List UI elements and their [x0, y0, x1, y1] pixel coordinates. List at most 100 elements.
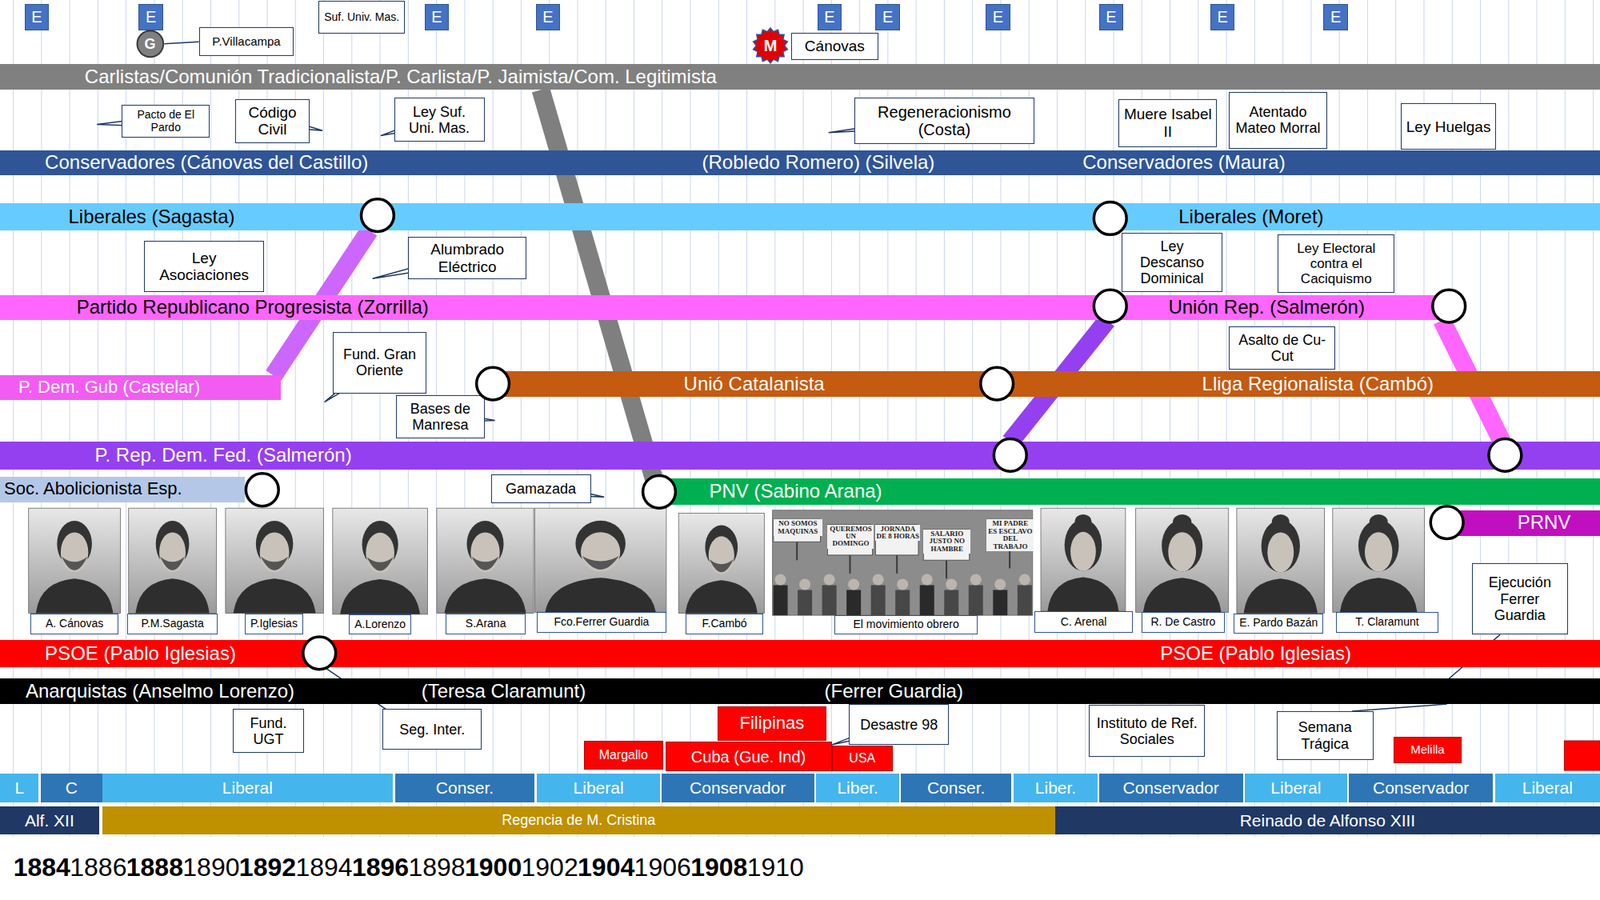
- party-band: Liberales (Sagasta)Liberales (Moret): [0, 203, 1600, 231]
- portrait-photo: [1236, 508, 1325, 613]
- portrait-hair: [1172, 514, 1192, 529]
- portrait-body: [685, 580, 758, 613]
- crowd-head: [872, 573, 884, 585]
- node-text: E: [1330, 8, 1341, 26]
- node-text: Liberal: [1270, 778, 1321, 798]
- badge-star: [753, 28, 788, 64]
- sign-text: SALARIO JUSTO NO HAMBRE: [923, 529, 971, 554]
- junction-circle: [1093, 202, 1127, 236]
- grid-line: [1056, 0, 1058, 837]
- party-band: Conservadores (Cánovas del Castillo)(Rob…: [0, 150, 1600, 176]
- event-icon: E: [24, 4, 50, 31]
- photo-frame: [1236, 508, 1325, 613]
- portrait-face: [60, 532, 88, 572]
- node-text: Semana Trágica: [1281, 719, 1369, 752]
- crowd-body: [895, 589, 910, 616]
- band-label: Conservadores (Cánovas del Castillo): [44, 151, 368, 175]
- portrait-photo: [1040, 508, 1126, 612]
- callout-box: Código Civil: [235, 99, 311, 144]
- callout-box: Regeneracionismo (Costa): [854, 97, 1035, 144]
- portrait-photo: [28, 508, 121, 613]
- band-label: (Ferrer Guardia): [824, 680, 964, 704]
- node-text: Ejecución Ferrer Guardia: [1476, 574, 1564, 623]
- callout-box: Semana Trágica: [1276, 711, 1374, 760]
- crowd-head: [824, 573, 836, 585]
- caption-box: A. Cánovas: [30, 613, 119, 636]
- caption-box: P.Iglesias: [244, 613, 304, 636]
- party-band: P. Dem. Gub (Castelar): [0, 375, 281, 400]
- year-label: 1904: [577, 852, 635, 883]
- party-band: PRNV: [1447, 510, 1600, 536]
- portrait-hair: [1369, 514, 1388, 529]
- portrait-beard: [472, 556, 500, 571]
- portrait-beard: [367, 556, 394, 571]
- callout-box: Suf. Univ. Mas.: [318, 0, 405, 34]
- portrait-body: [1340, 577, 1417, 612]
- node-text: Conser.: [927, 778, 985, 798]
- node-text: Liber.: [1035, 778, 1076, 798]
- node-text: P.M.Sagasta: [140, 617, 204, 631]
- callout-box: P.Villacampa: [199, 27, 295, 56]
- portrait-hair: [1272, 514, 1290, 529]
- callout-box: Ley Descanso Dominical: [1121, 232, 1223, 292]
- grid-line: [1564, 0, 1566, 837]
- callout-box: Cánovas: [791, 32, 880, 60]
- photo-frame: [534, 508, 667, 612]
- circle-badge: G: [136, 29, 165, 59]
- node-text: Ley Huelgas: [1406, 118, 1492, 136]
- caption-box: T. Claramunt: [1336, 612, 1440, 633]
- junction-circle: [1488, 438, 1522, 472]
- government-segment: Liber.: [816, 773, 899, 803]
- party-band: PNV (Sabino Arana): [652, 478, 1600, 505]
- node-text: S.Arana: [465, 617, 507, 631]
- war-flag: Melilla: [1393, 736, 1461, 764]
- photo-group: [28, 508, 1425, 616]
- callout-box: Alumbrado Eléctrico: [408, 236, 526, 280]
- portrait-beard: [582, 556, 620, 570]
- portrait-photo: [1136, 508, 1229, 612]
- portrait-face: [1168, 532, 1196, 572]
- node-text: Atentado Mateo Morral: [1233, 104, 1323, 136]
- government-segment: Liberal: [102, 773, 394, 803]
- grid-line: [661, 0, 663, 837]
- photo-frame: [128, 508, 217, 613]
- grid-line: [1592, 0, 1594, 837]
- portrait-beard: [260, 556, 288, 571]
- photo-frame: [28, 508, 121, 613]
- portrait-face: [708, 536, 735, 575]
- crowd-head: [970, 573, 982, 585]
- node-text: Conservador: [1372, 778, 1469, 798]
- party-band: Carlistas/Comunión Tradicionalista/P. Ca…: [0, 64, 1600, 90]
- caption-box: El movimiento obrero: [834, 615, 978, 635]
- event-icon: E: [817, 4, 843, 31]
- event-icon: E: [138, 4, 164, 31]
- photo-frame: [225, 508, 324, 613]
- band-label: PNV (Sabino Arana): [708, 480, 882, 504]
- grid-line: [1395, 0, 1396, 837]
- node-text: A.Lorenzo: [354, 618, 406, 632]
- node-text: Regeneracionismo (Costa): [859, 103, 1030, 140]
- photo-frame: [436, 508, 534, 613]
- grid-line: [605, 0, 607, 837]
- grid-line: [12, 0, 14, 837]
- node-text: Seg. Inter.: [399, 721, 465, 738]
- node-text: E. Pardo Bazán: [1239, 616, 1318, 630]
- year-label: 1900: [464, 852, 522, 883]
- node-text: E: [824, 8, 835, 26]
- caption-box: C. Arenal: [1034, 611, 1132, 633]
- portrait-face: [580, 532, 620, 572]
- band-label: Liberales (Moret): [1178, 205, 1324, 229]
- band-label: PRNV: [1517, 511, 1572, 535]
- event-icon: E: [1099, 4, 1124, 31]
- node-text: Suf. Univ. Mas.: [324, 11, 400, 24]
- junction-circle: [1432, 289, 1466, 323]
- node-text: Gamazada: [505, 480, 576, 497]
- government-segment: C: [40, 773, 103, 803]
- crowd-head: [994, 578, 1006, 590]
- party-band: P. Rep. Dem. Fed. (Salmerón): [0, 441, 1600, 469]
- sign-pole: [896, 555, 898, 574]
- node-text: Fund. Gran Oriente: [337, 346, 422, 379]
- badge-disc: [136, 30, 164, 57]
- portrait-photo: [534, 508, 667, 612]
- war-flag: USA: [832, 745, 894, 772]
